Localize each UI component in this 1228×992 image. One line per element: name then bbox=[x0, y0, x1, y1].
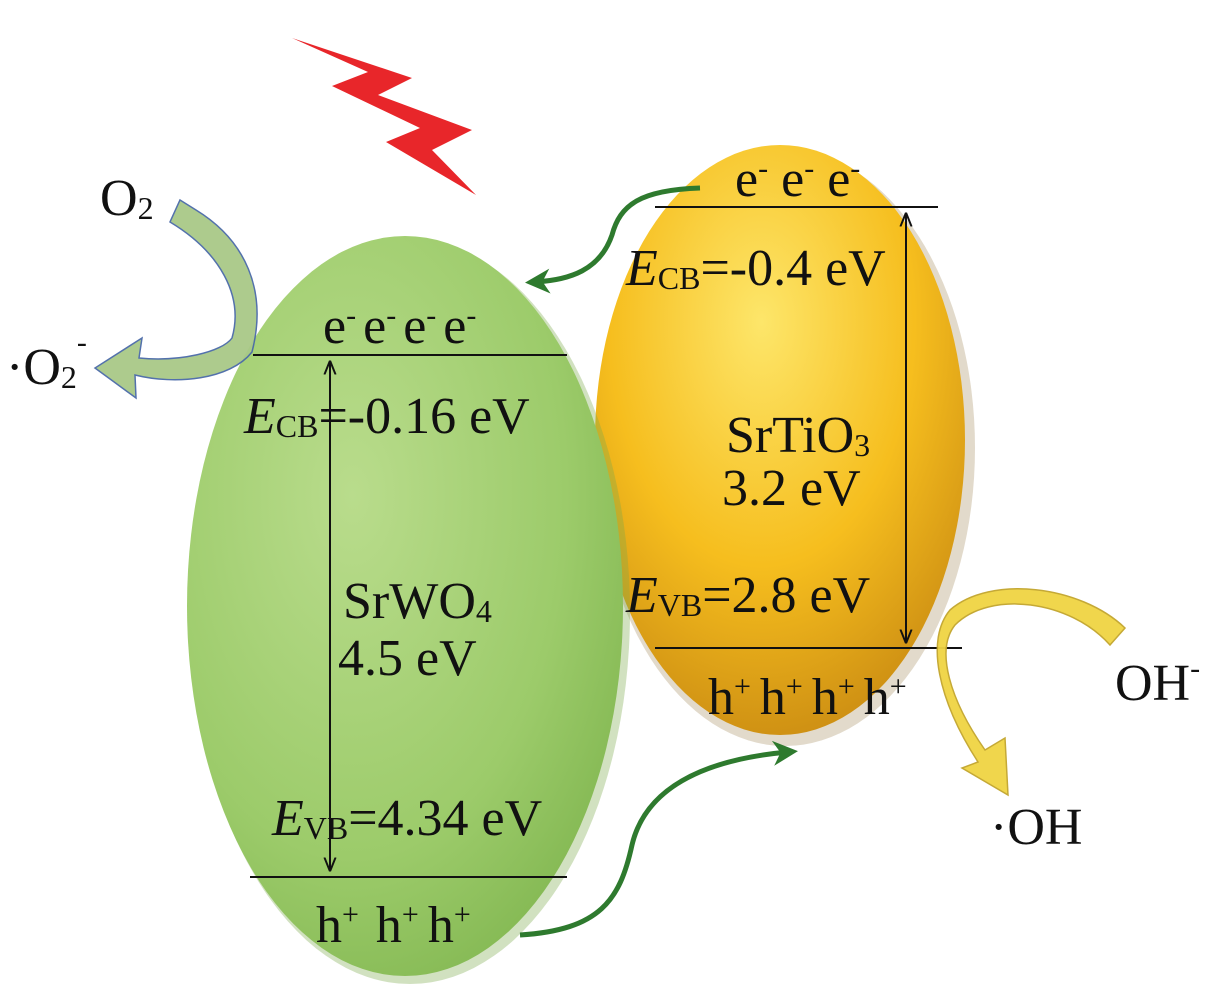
srwo4-cb-label: ECB=-0.16 eV bbox=[243, 388, 530, 445]
hydroxide-label: OH- bbox=[1115, 652, 1200, 712]
srtio3-bandgap: 3.2 eV bbox=[722, 460, 861, 517]
oxygen-reduction-arrow bbox=[93, 198, 258, 400]
srwo4-name: SrWO4 bbox=[343, 573, 492, 630]
superoxide-label: ·O2- bbox=[6, 326, 87, 396]
electron-transfer-arrow bbox=[525, 185, 701, 294]
srwo4-vb-label: EVB=4.34 eV bbox=[271, 790, 542, 847]
srwo4-bandgap: 4.5 eV bbox=[338, 630, 477, 687]
srtio3-particle bbox=[595, 145, 965, 735]
srwo4-particle bbox=[187, 236, 623, 976]
hydroxyl-radical-label: ·OH bbox=[990, 799, 1082, 856]
srtio3-cb-label: ECB=-0.4 eV bbox=[625, 240, 886, 297]
oxygen-label: O2 bbox=[100, 170, 154, 227]
srtio3-electrons: e- e- e- bbox=[735, 133, 860, 208]
srtio3-name: SrTiO3 bbox=[726, 407, 870, 464]
srtio3-holes: h+ h+ h+ h+ bbox=[708, 651, 907, 726]
srtio3-vb-label: EVB=2.8 eV bbox=[625, 567, 870, 624]
srwo4-electrons: e- e- e- e- bbox=[323, 280, 476, 355]
srwo4-holes: h+ h+ h+ bbox=[316, 879, 471, 954]
hydroxide-oxidation-arrow bbox=[936, 588, 1127, 797]
hole-transfer-arrow bbox=[519, 740, 798, 938]
light-icon bbox=[292, 38, 476, 195]
